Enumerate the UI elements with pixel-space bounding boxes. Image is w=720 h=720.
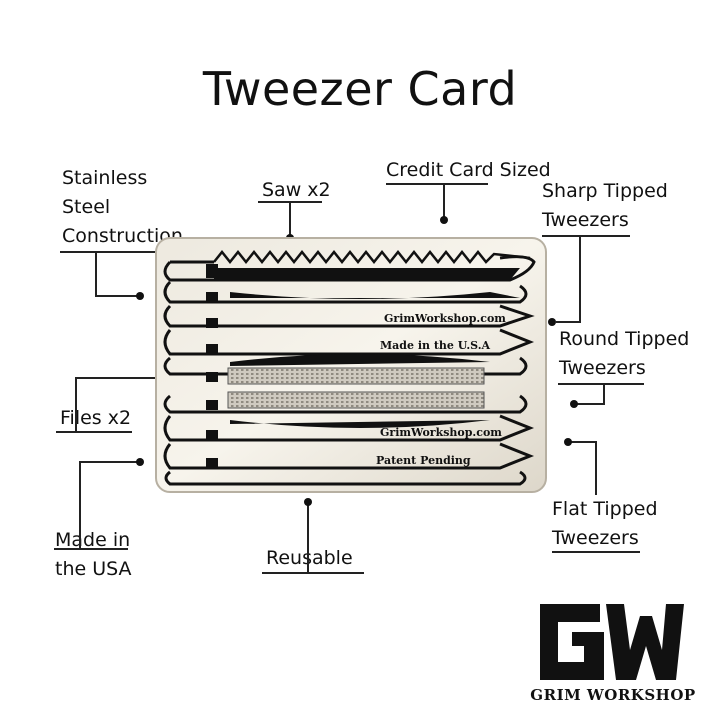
tweezer-outline bbox=[163, 414, 535, 442]
label-line: Tweezers bbox=[552, 527, 639, 549]
tweezer-outline bbox=[163, 304, 535, 328]
engraving-text: GrimWorkshop.com bbox=[384, 312, 506, 325]
callout-line-flat-tipped bbox=[570, 441, 597, 495]
label-made-in-usa: Made in the USA bbox=[55, 526, 132, 584]
tweezer-outline bbox=[163, 328, 535, 356]
label-line: Made in bbox=[55, 529, 131, 551]
brand-name: GRIM WORKSHOP bbox=[530, 686, 696, 704]
label-round-tipped-tweezers: Round Tipped Tweezers bbox=[559, 325, 689, 383]
hinge-tab bbox=[206, 292, 218, 302]
callout-dot bbox=[548, 318, 556, 326]
tweezer-arm bbox=[214, 268, 520, 280]
label-line: Flat Tipped bbox=[552, 498, 658, 520]
label-line: Tweezers bbox=[559, 357, 646, 379]
hinge-tab bbox=[206, 264, 218, 278]
tweezer-outline bbox=[163, 442, 535, 470]
tweezer-outline bbox=[163, 255, 536, 282]
hinge-tab bbox=[206, 400, 218, 410]
hinge-tab bbox=[206, 344, 218, 354]
label-line: Round Tipped bbox=[559, 328, 690, 350]
file-strip bbox=[227, 367, 485, 385]
callout-dot bbox=[304, 498, 312, 506]
logo-g-shape bbox=[540, 604, 604, 680]
logo-w-shape bbox=[606, 604, 684, 680]
callout-line-made-in-usa bbox=[79, 461, 138, 549]
tweezer-arm bbox=[230, 420, 490, 428]
tweezer-outline bbox=[163, 280, 528, 304]
label-stainless-steel-construction: Stainless Steel Construction bbox=[62, 164, 183, 251]
tweezer-outline bbox=[163, 394, 528, 414]
label-line: Construction bbox=[62, 225, 183, 247]
hinge-tab bbox=[206, 318, 218, 328]
page-title: Tweezer Card bbox=[202, 62, 518, 116]
label-line: Steel bbox=[62, 196, 111, 218]
label-line: Tweezers bbox=[542, 209, 629, 231]
hinge-tab bbox=[206, 430, 218, 440]
saw-teeth bbox=[213, 249, 531, 265]
callout-line-round-tipped bbox=[576, 384, 605, 405]
file-strip bbox=[227, 391, 485, 409]
label-files: Files x2 bbox=[60, 407, 132, 429]
callout-dot bbox=[136, 292, 144, 300]
engraving-text: Made in the U.S.A bbox=[380, 339, 491, 352]
callout-line-sharp-tipped bbox=[556, 236, 581, 323]
hinge-tab bbox=[206, 372, 218, 382]
label-line: Sharp Tipped bbox=[542, 180, 668, 202]
tweezer-arm bbox=[230, 354, 490, 366]
label-saw: Saw x2 bbox=[262, 179, 331, 201]
tweezer-outline bbox=[164, 470, 527, 486]
hinge-tab bbox=[206, 458, 218, 468]
label-line: Stainless bbox=[62, 167, 148, 189]
callout-line-stainless bbox=[95, 252, 138, 297]
tweezer-arm bbox=[230, 292, 520, 299]
callout-dot bbox=[440, 216, 448, 224]
label-line: the USA bbox=[55, 558, 132, 580]
callout-dot bbox=[136, 458, 144, 466]
callout-dot bbox=[570, 400, 578, 408]
label-credit-card-sized: Credit Card Sized bbox=[386, 159, 551, 181]
label-sharp-tipped-tweezers: Sharp Tipped Tweezers bbox=[542, 177, 668, 235]
engraving-text: GrimWorkshop.com bbox=[380, 426, 502, 439]
engraving-text: Patent Pending bbox=[376, 454, 471, 467]
label-flat-tipped-tweezers: Flat Tipped Tweezers bbox=[552, 495, 658, 553]
label-reusable: Reusable bbox=[266, 547, 353, 569]
callout-dot bbox=[564, 438, 572, 446]
